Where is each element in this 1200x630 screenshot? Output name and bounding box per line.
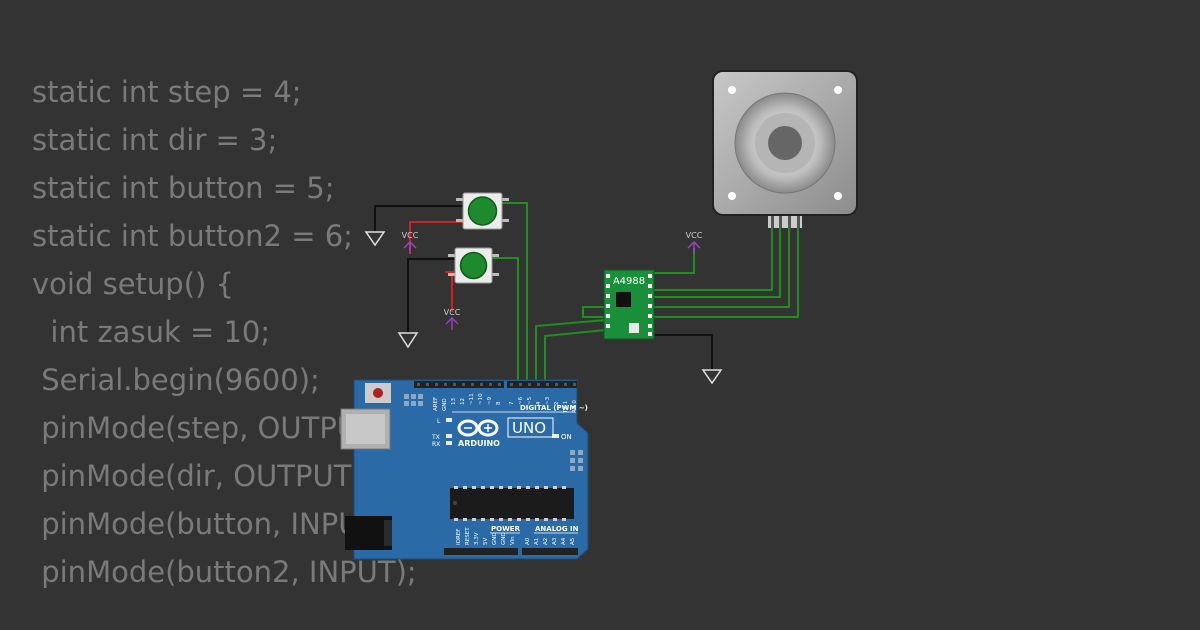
pin-label: 7	[509, 401, 515, 405]
wire-driver-gnd[interactable]	[652, 334, 713, 370]
vcc-label: VCC	[402, 231, 419, 240]
wire-step[interactable]	[535, 319, 607, 383]
code-line: void setup() {	[32, 267, 234, 301]
wire-motor-3[interactable]	[652, 225, 790, 308]
pin-label: ~11	[469, 393, 475, 405]
vcc-icon	[445, 316, 459, 330]
pin-label: A2	[543, 538, 549, 545]
stepper-motor[interactable]	[712, 70, 858, 228]
wire-button1-gnd[interactable]	[374, 205, 463, 232]
pin-label: 13	[451, 398, 457, 405]
pin-label: GND	[492, 532, 498, 545]
arduino-uno[interactable]: AREF GND 13 12 ~11 ~10 ~9 8 7 ~6 ~5 4 ~3…	[340, 379, 589, 560]
driver-chip	[616, 292, 631, 307]
board-model: UNO	[512, 419, 546, 437]
pin-label: 8	[496, 401, 502, 405]
arduino-logo-icon	[457, 419, 499, 437]
wire-driver-loop[interactable]	[582, 306, 606, 318]
vcc-label: VCC	[444, 308, 461, 317]
wire-button1-signal[interactable]	[502, 202, 528, 383]
motor-shaft	[768, 126, 802, 160]
code-listing: static int step = 4; static int dir = 3; s…	[32, 68, 417, 596]
pin-label: A3	[552, 537, 558, 545]
led-on-label: ON	[561, 433, 572, 441]
analog-label: ANALOG IN	[535, 525, 579, 533]
led-tx-label: TX	[431, 434, 440, 441]
ground-symbols	[364, 231, 723, 385]
atmega-chip	[450, 488, 574, 519]
power-label: POWER	[491, 525, 521, 533]
led-rx-label: RX	[432, 441, 440, 448]
pin-label: A1	[534, 538, 540, 545]
led-rx	[446, 441, 452, 445]
wire-driver-vcc[interactable]	[652, 248, 695, 274]
board-brand: ARDUINO	[458, 439, 500, 448]
vcc-symbols: VCC VCC VCC	[402, 231, 703, 330]
pin-label: 5V	[483, 538, 489, 545]
pin-label: 12	[460, 398, 466, 405]
a4988-driver[interactable]: A4988	[603, 269, 655, 340]
wires	[374, 202, 799, 383]
vcc-icon	[687, 240, 701, 254]
pin-label: GND	[442, 398, 448, 411]
pin-label: 2	[554, 402, 560, 406]
pushbutton-1[interactable]	[456, 192, 509, 230]
pin-label: ~3	[545, 396, 551, 405]
code-line: static int button = 5;	[32, 171, 335, 205]
pin-label: ~6	[518, 396, 524, 405]
pin-label: AREF	[433, 397, 439, 411]
pin-label: 3.3V	[474, 532, 480, 545]
code-line: static int button2 = 6;	[32, 219, 353, 253]
pin-label: IOREF	[456, 529, 462, 545]
led-l-label: L	[437, 418, 441, 425]
led-on	[552, 434, 559, 438]
wire-button2-gnd[interactable]	[407, 258, 454, 333]
digital-label: DIGITAL (PWM ~)	[520, 404, 588, 412]
wire-button2-signal[interactable]	[492, 257, 519, 383]
pin-label: A4	[561, 537, 567, 545]
code-line: static int dir = 3;	[32, 123, 278, 157]
pin-label: 4	[536, 401, 542, 405]
digital-header[interactable]	[507, 381, 577, 388]
pin-label: ~5	[527, 396, 533, 405]
ground-icon	[701, 369, 723, 385]
wire-button2-vcc[interactable]	[445, 271, 454, 312]
driver-potentiometer	[629, 323, 639, 333]
power-header[interactable]	[444, 548, 518, 555]
pin-label: RESET	[465, 527, 471, 545]
pin-label: A5	[570, 537, 576, 545]
pin-label: RX 0	[572, 400, 578, 413]
led-l	[446, 418, 452, 422]
pin-label: TX 1	[563, 401, 569, 414]
pushbutton-2[interactable]	[448, 247, 499, 284]
pin-label: A0	[525, 537, 531, 545]
pin-label: Vin	[510, 536, 516, 545]
ground-icon	[397, 332, 419, 349]
digital-header[interactable]	[414, 381, 504, 388]
code-line: Serial.begin(9600);	[32, 363, 320, 397]
wire-motor-4[interactable]	[652, 225, 799, 318]
pin-label: GND	[501, 532, 507, 545]
pin-label: ~9	[487, 396, 493, 405]
button-cap[interactable]	[467, 196, 498, 226]
code-line: pinMode(button2, INPUT);	[32, 555, 417, 589]
pin-label: ~10	[478, 393, 484, 405]
ground-icon	[364, 231, 386, 247]
code-line: int zasuk = 10;	[32, 315, 271, 349]
analog-header[interactable]	[522, 548, 578, 555]
wire-motor-2[interactable]	[652, 225, 781, 298]
vcc-icon	[403, 240, 417, 254]
button-cap[interactable]	[459, 251, 488, 280]
wire-dir[interactable]	[544, 329, 607, 383]
wire-motor-1[interactable]	[652, 225, 773, 291]
driver-label: A4988	[613, 276, 645, 287]
led-tx	[446, 434, 452, 438]
code-line: pinMode(dir, OUTPUT);	[32, 459, 373, 493]
vcc-label: VCC	[686, 231, 703, 240]
code-line: static int step = 4;	[32, 75, 302, 109]
